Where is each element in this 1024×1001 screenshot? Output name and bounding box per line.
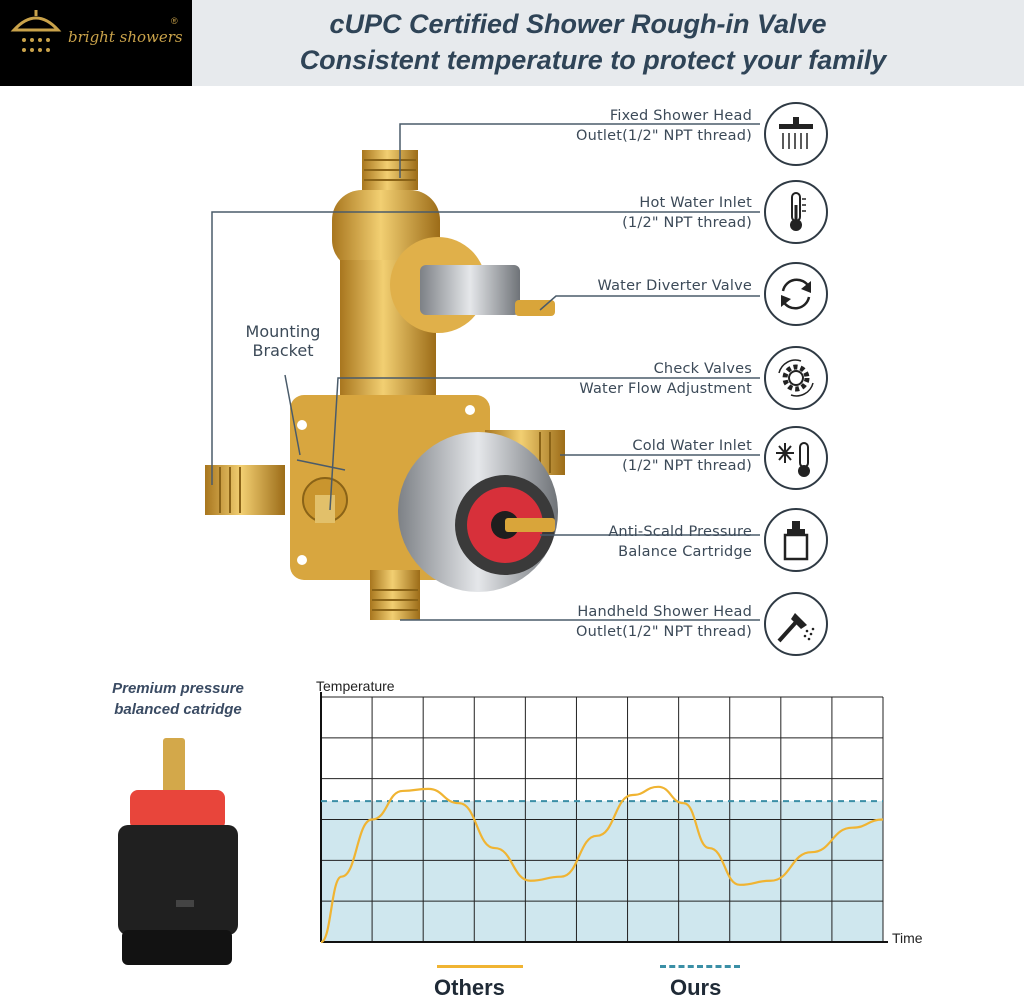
gear-icon: [764, 346, 828, 410]
brand-logo: bright showers ®: [0, 0, 192, 86]
callout-anti-scald-cartridge: Anti-Scald Pressure Balance Cartridge: [560, 522, 752, 562]
rotate-arrows-icon: [764, 262, 828, 326]
series-others-line: [320, 785, 884, 944]
y-axis-label: Temperature: [316, 678, 395, 694]
thermometer-icon: [764, 180, 828, 244]
page-subtitle: Consistent temperature to protect your f…: [299, 45, 887, 75]
legend-others-label: Others: [434, 975, 505, 1000]
snowflake-thermometer-icon: [764, 426, 828, 490]
caption-line: Premium pressure: [112, 680, 244, 697]
callout-line: Hot Water Inlet: [639, 195, 752, 211]
callout-line: Outlet(1/2" NPT thread): [575, 128, 752, 144]
brand-name: bright showers: [68, 28, 183, 46]
callout-fixed-shower-head: Fixed Shower Head Outlet(1/2" NPT thread…: [560, 106, 752, 146]
leader-lines: [211, 123, 760, 621]
callout-line: Cold Water Inlet: [632, 438, 752, 454]
cartridge-icon: [764, 508, 828, 572]
cartridge-caption: Premium pressure balanced catridge: [88, 678, 268, 720]
caption-line: balanced catridge: [114, 701, 242, 718]
registered-mark: ®: [171, 16, 178, 26]
legend-ours-label: Ours: [670, 975, 722, 1000]
callout-line: Water Flow Adjustment: [579, 381, 752, 397]
legend-ours: [660, 965, 740, 968]
callout-line: Balance Cartridge: [618, 544, 752, 560]
callout-hot-water-inlet: Hot Water Inlet (1/2" NPT thread): [560, 193, 752, 233]
label-line: Bracket: [252, 341, 314, 360]
page-title: cUPC Certified Shower Rough-in Valve: [329, 9, 827, 39]
valve-body: [205, 150, 565, 620]
callout-line: Check Valves: [653, 361, 752, 377]
x-axis-label: Time: [892, 930, 923, 946]
callout-water-diverter: Water Diverter Valve: [560, 276, 752, 296]
shower-logo-icon: [10, 10, 62, 52]
label-line: Mounting: [245, 322, 321, 341]
header-banner: cUPC Certified Shower Rough-in Valve Con…: [192, 0, 1024, 86]
handheld-shower-icon: [764, 592, 828, 656]
callout-line: Anti-Scald Pressure: [608, 524, 752, 540]
legend-others: [437, 965, 523, 968]
rain-shower-head-icon: [764, 102, 828, 166]
callout-cold-water-inlet: Cold Water Inlet (1/2" NPT thread): [560, 436, 752, 476]
callout-line: (1/2" NPT thread): [622, 458, 752, 474]
callout-line: Fixed Shower Head: [609, 108, 752, 124]
callout-line: (1/2" NPT thread): [622, 215, 752, 231]
callout-line: Outlet(1/2" NPT thread): [575, 624, 752, 640]
callout-handheld-shower-head: Handheld Shower Head Outlet(1/2" NPT thr…: [540, 602, 752, 642]
callout-check-valves: Check Valves Water Flow Adjustment: [560, 359, 752, 399]
callout-line: Handheld Shower Head: [577, 604, 752, 620]
mounting-bracket-label: Mounting Bracket: [237, 322, 329, 360]
cartridge-product: [118, 738, 238, 965]
callout-line: Water Diverter Valve: [597, 278, 752, 294]
ours-fill-band: [321, 801, 883, 942]
